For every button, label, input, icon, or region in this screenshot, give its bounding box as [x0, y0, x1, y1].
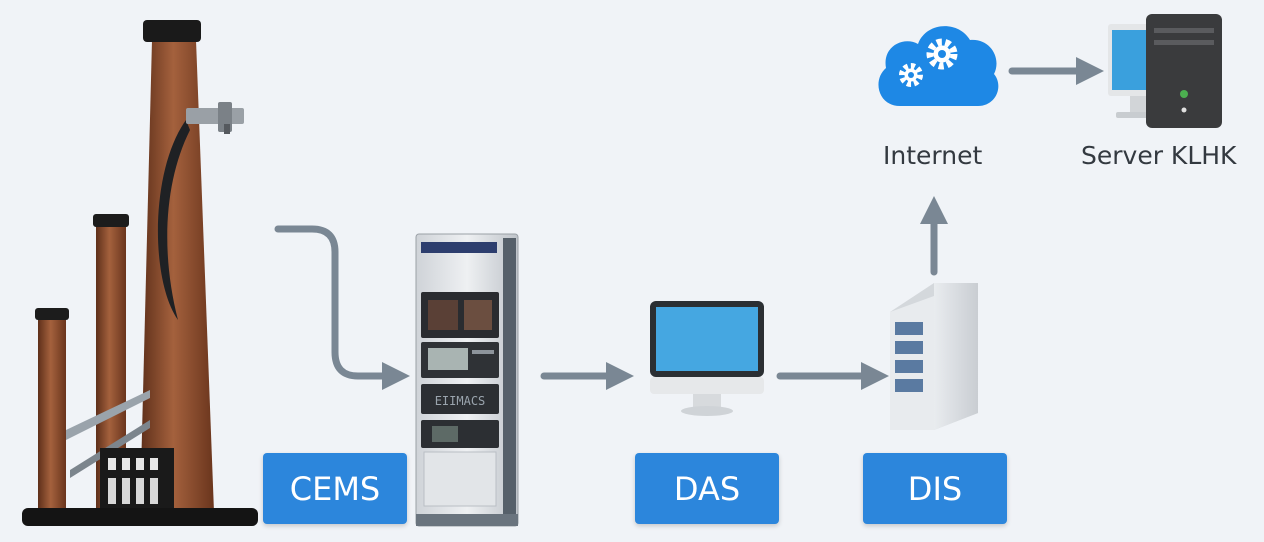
das-label: DAS — [635, 453, 779, 524]
dis-label-text: DIS — [907, 469, 963, 508]
dis-label: DIS — [863, 453, 1007, 524]
das-label-text: DAS — [673, 469, 741, 508]
server-klhk-label: Server KLHK — [1081, 141, 1237, 170]
cems-panel-text: EIIMACS — [435, 394, 486, 408]
cloud-gears-icon — [878, 26, 999, 106]
cems-label: CEMS — [263, 453, 407, 524]
desktop-computer-icon — [1108, 14, 1222, 128]
monitor-icon — [650, 301, 764, 416]
server-tower-icon — [890, 283, 978, 430]
cems-cabinet-icon: EIIMACS — [415, 233, 519, 527]
internet-label: Internet — [883, 141, 983, 170]
cems-label-text: CEMS — [289, 469, 381, 508]
arrow-chimney-to-cems — [274, 225, 410, 390]
factory-chimney-icon — [22, 20, 258, 526]
